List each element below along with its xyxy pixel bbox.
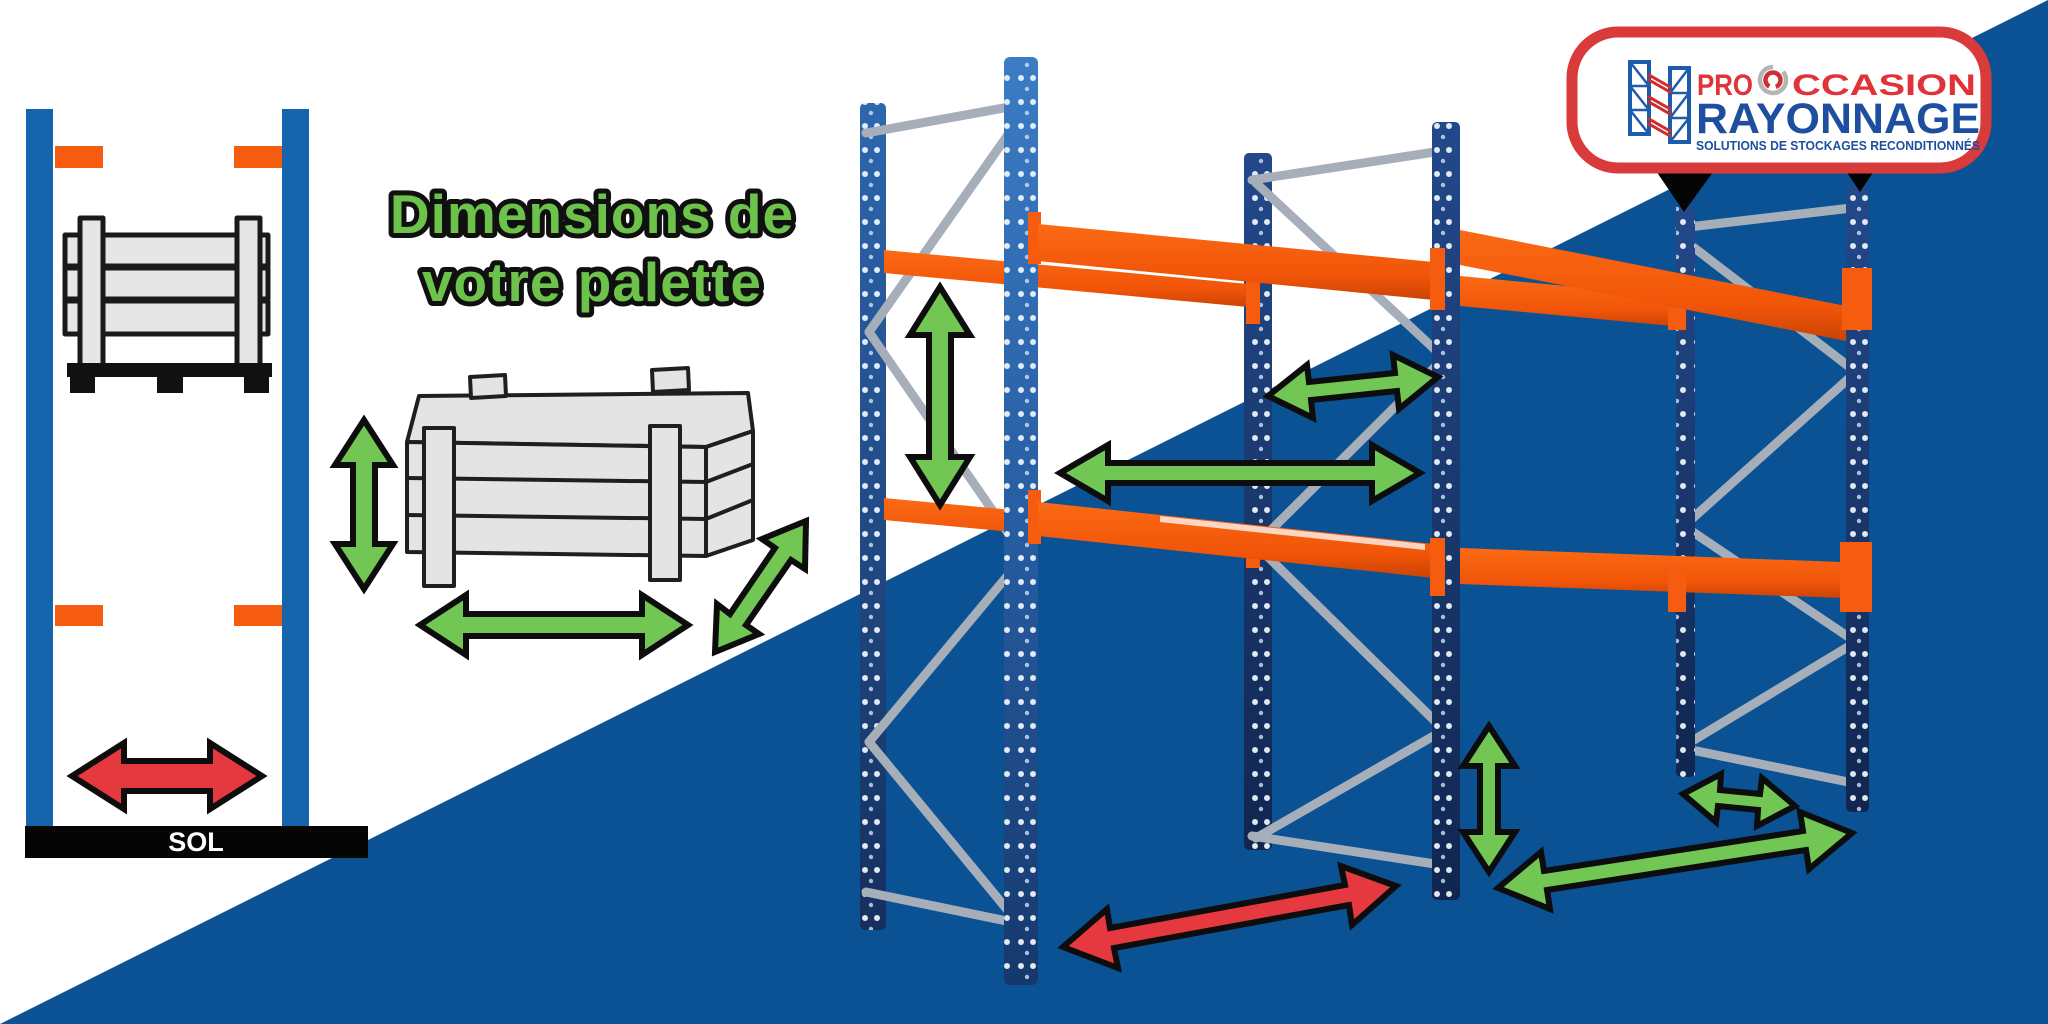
rack-right-frame bbox=[1675, 187, 1869, 812]
crate-front-view bbox=[62, 215, 271, 369]
brace-line bbox=[864, 107, 1029, 337]
post-perforations bbox=[1432, 122, 1460, 900]
crate-top-tab bbox=[650, 366, 691, 394]
brace-line bbox=[1247, 831, 1453, 871]
logo-brand-pre: PRO bbox=[1697, 69, 1753, 102]
logo-brand-bottom: RAYONNAGE bbox=[1696, 95, 1980, 143]
crate-side-face bbox=[704, 429, 755, 558]
post-perforations bbox=[860, 103, 886, 930]
right-bay-beam-upper-rear bbox=[1460, 276, 1672, 326]
pallet-height-arrow bbox=[329, 414, 399, 595]
logo: PRO CCASION RAYONNAGE SOLUTIONS DE STOCK… bbox=[1566, 26, 1992, 212]
logo-swirl-o-icon bbox=[1757, 64, 1789, 96]
beam-end-wrap bbox=[1842, 268, 1872, 330]
floor-bar bbox=[25, 826, 368, 858]
crate-post bbox=[234, 215, 263, 369]
right-bay-beam-lower bbox=[1460, 548, 1842, 598]
logo-tagline: SOLUTIONS DE STOCKAGES RECONDITIONNÉS bbox=[1696, 138, 1980, 153]
under-beam-height-arrow bbox=[1457, 720, 1521, 878]
right-bay-beam-upper-front bbox=[1460, 230, 1846, 341]
logo-brand-post: CCASION bbox=[1792, 69, 1976, 102]
beam-bracket bbox=[234, 146, 282, 168]
floor-label: SOL bbox=[168, 827, 224, 857]
crate-top-tab bbox=[468, 373, 508, 400]
brace-line bbox=[1251, 725, 1449, 843]
beam-bracket bbox=[1246, 278, 1260, 324]
pallet-foot bbox=[157, 377, 183, 393]
swirl-outer-ring bbox=[1757, 64, 1789, 96]
brace-line bbox=[864, 551, 1029, 747]
pallet-deck bbox=[67, 363, 272, 377]
pallet-foot bbox=[244, 377, 269, 393]
front-beam-upper bbox=[1038, 224, 1434, 300]
logo-rack-bracing bbox=[1667, 66, 1692, 144]
crate-post bbox=[77, 215, 106, 369]
crate-corner-post bbox=[422, 426, 456, 588]
brace-line bbox=[1679, 637, 1861, 751]
pallet-depth-arrow bbox=[711, 516, 810, 657]
right-frame-depth-arrow bbox=[1677, 768, 1801, 832]
beam-bracket bbox=[1028, 212, 1041, 264]
right-bay-width-arrow bbox=[1492, 807, 1858, 914]
title-line2: votre palette bbox=[422, 251, 762, 313]
brace-line bbox=[1251, 540, 1449, 735]
crate-slat-line bbox=[705, 462, 754, 484]
brace-line bbox=[1675, 202, 1865, 233]
front-beam-lower bbox=[1038, 502, 1434, 578]
beam-bracket bbox=[1028, 490, 1041, 544]
palette-title: Dimensions de votre palette bbox=[385, 178, 798, 318]
logo-pointer-triangle bbox=[1844, 168, 1876, 192]
beam-bracket bbox=[1430, 248, 1445, 310]
brace-line bbox=[861, 99, 1031, 138]
pallet-racking-3d bbox=[860, 57, 1872, 985]
brace-line bbox=[1247, 145, 1453, 185]
logo-rack-beams bbox=[1647, 73, 1672, 138]
beam-bracket bbox=[55, 605, 103, 626]
right-upright bbox=[282, 109, 309, 827]
frame-depth-arrow bbox=[1262, 349, 1444, 424]
logo-rack-bracing bbox=[1627, 60, 1652, 136]
rear-beam-upper bbox=[884, 250, 1248, 307]
left-upright bbox=[26, 109, 53, 827]
brace-line bbox=[1679, 367, 1861, 531]
aisle-red-arrow bbox=[1057, 861, 1402, 973]
crate-corner-post bbox=[648, 424, 682, 582]
crate-top-face bbox=[405, 391, 755, 449]
brace-line bbox=[864, 737, 1029, 935]
post-perforations bbox=[1676, 207, 1695, 777]
brace-line bbox=[1677, 743, 1863, 789]
swirl-inner-ring bbox=[1763, 70, 1783, 90]
beam-bracket bbox=[1430, 538, 1445, 596]
logo-pointer-triangle bbox=[1654, 168, 1716, 212]
title-line1: Dimensions de bbox=[390, 183, 794, 245]
pallet-width-arrow bbox=[414, 589, 694, 661]
crate-slat-line bbox=[705, 498, 754, 521]
rack-front-view-diagram: SOL bbox=[25, 109, 368, 858]
ground-width-red-arrow bbox=[66, 737, 268, 815]
beam-bracket bbox=[55, 146, 103, 168]
pallet-front-view bbox=[67, 363, 272, 393]
logo-rack-icon bbox=[1627, 60, 1692, 144]
rack-left-frame bbox=[860, 99, 1031, 935]
beam-bracket bbox=[1668, 566, 1686, 612]
post-perforations bbox=[1846, 187, 1869, 812]
pallet-3d-sketch bbox=[329, 366, 810, 661]
pallet-foot bbox=[70, 377, 95, 393]
brace-line bbox=[861, 887, 1031, 930]
clear-height-arrow bbox=[904, 281, 976, 511]
beam-end-wrap bbox=[1840, 542, 1872, 612]
beam-bracket bbox=[234, 605, 282, 626]
beam-glare bbox=[1160, 516, 1425, 550]
beam-length-arrow bbox=[1054, 439, 1426, 507]
